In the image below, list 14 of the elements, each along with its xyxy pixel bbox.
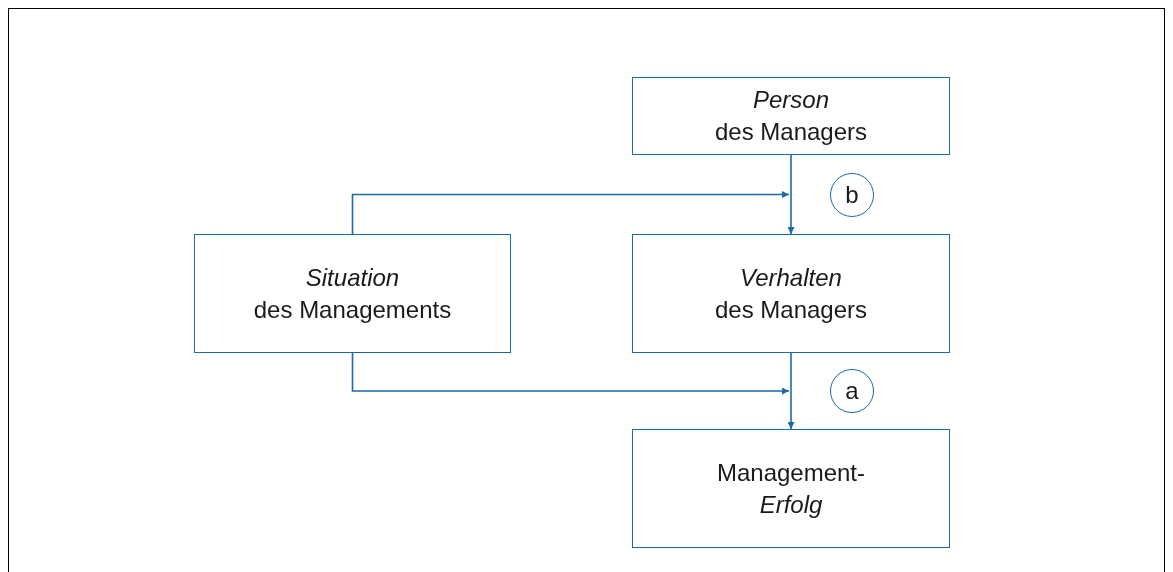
process-box bbox=[632, 429, 950, 548]
node-label: Person des Managers bbox=[714, 85, 868, 147]
arrow bbox=[787, 154, 795, 235]
process-box bbox=[194, 234, 511, 353]
node-label: Verhalten des Managers bbox=[714, 262, 868, 325]
process-box bbox=[632, 234, 950, 353]
arrow bbox=[351, 191, 790, 235]
node-label: Situation des Managements bbox=[253, 262, 452, 325]
process-box bbox=[632, 77, 950, 155]
arrow bbox=[351, 352, 790, 395]
node-label: a bbox=[845, 376, 859, 406]
arrow bbox=[787, 352, 795, 430]
node-label: b bbox=[845, 180, 859, 210]
node-label: Management- Erfolg bbox=[716, 457, 866, 520]
